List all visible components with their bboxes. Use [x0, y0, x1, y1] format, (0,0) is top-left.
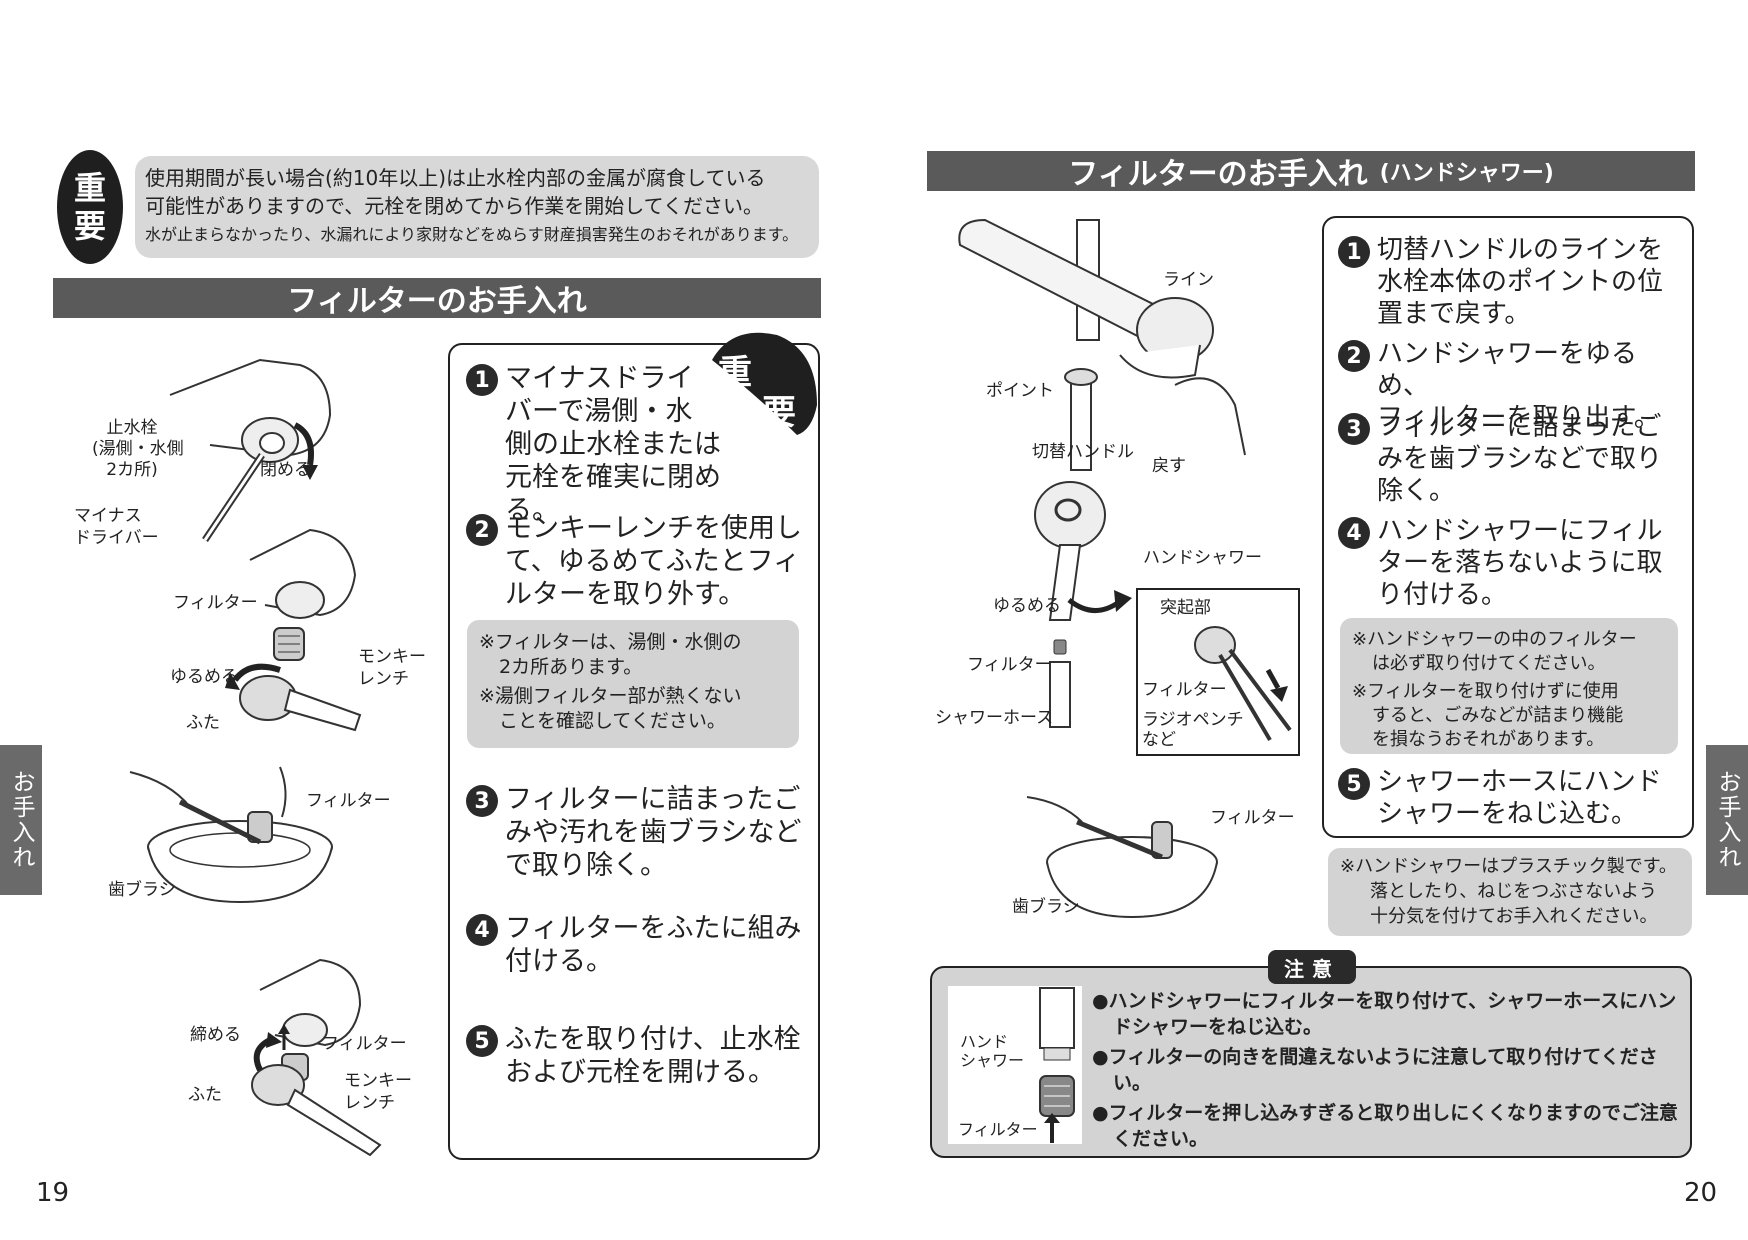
- label-wrench-a: モンキー レンチ: [358, 647, 426, 689]
- label-tighten: 締める: [190, 1025, 241, 1045]
- label-wrench-b: モンキー レンチ: [344, 1071, 412, 1113]
- label-driver: マイナス ドライバー: [74, 506, 159, 548]
- step-number: 1: [466, 364, 498, 396]
- step-number: 3: [1338, 413, 1370, 445]
- label-close: 閉める: [260, 460, 311, 480]
- left-step-4: 4 フィルターをふたに組み 付ける。: [466, 912, 806, 978]
- label-brush-right: 歯ブラシ: [1012, 897, 1080, 917]
- label-protrusion: 突起部: [1160, 598, 1211, 618]
- loosen-arrow-icon: [1067, 590, 1132, 613]
- left-step-5: 5 ふたを取り付け、止水栓 および元栓を開ける。: [466, 1023, 806, 1089]
- step-number: 5: [466, 1025, 498, 1057]
- warning-line-3: 水が止まらなかったり、水漏れにより家財などをぬらす財産損害発生のおそれがあります…: [145, 225, 799, 244]
- label-filter-b: フィルター: [306, 791, 391, 811]
- right-note-box: ※ハンドシャワーの中のフィルターは必ず取り付けてください。 ※フィルターを取り付…: [1340, 618, 1678, 754]
- label-filter-r-a: フィルター: [967, 655, 1052, 675]
- step-number: 4: [1338, 517, 1370, 549]
- label-valve: 止水栓 (湯側・水側 2カ所): [92, 418, 184, 480]
- pliers-illustration: [1194, 626, 1292, 742]
- warning-line-2: 可能性がありますので、元栓を閉めてから作業を開始してください。: [145, 194, 763, 218]
- steps-box-left: [448, 343, 820, 1160]
- right-step-4: 4 ハンドシャワーにフィル ターを落ちないように取 り付ける。: [1338, 515, 1683, 611]
- brush-bowl-illustration-left: [129, 766, 333, 904]
- label-filter-r-c: フィルター: [1210, 808, 1295, 828]
- label-brush-left: 歯ブラシ: [108, 880, 176, 900]
- step-number: 3: [466, 785, 498, 817]
- wrench-loosen-illustration: [225, 528, 362, 732]
- label-handshower: ハンドシャワー: [1143, 548, 1262, 568]
- warning-box: 使用期間が長い場合(約10年以上)は止水栓内部の金属が腐食している 可能性があり…: [135, 156, 819, 258]
- label-line: ライン: [1163, 270, 1214, 290]
- label-cap-b: ふた: [188, 1085, 222, 1105]
- handshower-illustration: [1034, 481, 1106, 728]
- caution-filter-illustration: [1039, 987, 1075, 1117]
- section-title-left: フィルターのお手入れ: [53, 278, 821, 319]
- left-step-1: 1 マイナスドライ バーで湯側・水 側の止水栓または 元栓を確実に閉める。: [466, 362, 766, 527]
- right-step-3: 3 フィルターに詰まったご みを歯ブラシなどで取り 除く。: [1338, 411, 1683, 507]
- caution-item: ●フィルターの向きを間違えないように注意して取り付けてください。: [1092, 1046, 1658, 1094]
- right-step-5: 5 シャワーホースにハンド シャワーをねじ込む。: [1338, 766, 1683, 830]
- faucet-handle-illustration: [958, 218, 1246, 471]
- important-badge: 重 要: [57, 150, 123, 264]
- page-number-right: 20: [1684, 1178, 1718, 1208]
- plastic-note-box: ※ハンドシャワーはプラスチック製です。 落としたり、ねじをつぶさないよう 十分気…: [1328, 848, 1692, 936]
- label-loosen-right: ゆるめる: [993, 596, 1061, 616]
- pliers-inset-box: [1136, 588, 1300, 756]
- section-title-right: フィルターのお手入れ (ハンドシャワー): [927, 151, 1695, 192]
- step-number: 1: [1338, 236, 1370, 268]
- wrench-tighten-illustration: [251, 958, 382, 1157]
- caution-item: ●フィルターを押し込みすぎると取り出しにくくなりますのでご注意ください。: [1092, 1102, 1678, 1150]
- step-number: 2: [1338, 340, 1370, 372]
- warning-line-1: 使用期間が長い場合(約10年以上)は止水栓内部の金属が腐食している: [145, 166, 766, 190]
- caution-tag: 注意: [1268, 950, 1356, 984]
- caution-label-handshower: ハンド シャワー: [960, 1032, 1025, 1070]
- important-tag-char-1: 重: [718, 353, 752, 393]
- brush-bowl-illustration-right: [1026, 796, 1218, 919]
- label-handle: 切替ハンドル: [1032, 442, 1134, 462]
- important-tag-icon: [712, 332, 817, 435]
- caution-list: ●ハンドシャワーにフィルターを取り付けて、シャワーホースにハンドシャワーをねじ込…: [1092, 988, 1682, 1156]
- caution-label-filter: フィルター: [958, 1120, 1038, 1139]
- right-step-2: 2 ハンドシャワーをゆるめ、 フィルターを取り出す。: [1338, 338, 1683, 434]
- left-step-3: 3 フィルターに詰まったご みや汚れを歯ブラシなど で取り除く。: [466, 783, 806, 882]
- page-number-left: 19: [36, 1178, 70, 1208]
- label-filter-c: フィルター: [322, 1034, 407, 1054]
- side-tab-right: お手入れ: [1706, 745, 1748, 895]
- label-return: 戻す: [1152, 456, 1186, 476]
- label-filter-r-b: フィルター: [1142, 680, 1227, 700]
- label-point: ポイント: [986, 381, 1054, 401]
- caution-item: ●ハンドシャワーにフィルターを取り付けて、シャワーホースにハンドシャワーをねじ込…: [1092, 990, 1677, 1038]
- step-number: 5: [1338, 768, 1370, 800]
- valve-driver-illustration: [169, 358, 332, 542]
- important-tag-char-2: 要: [762, 393, 796, 433]
- label-hose: シャワーホース: [935, 708, 1054, 728]
- label-loosen-left: ゆるめる: [170, 667, 238, 687]
- step-number: 4: [466, 914, 498, 946]
- label-filter-a: フィルター: [173, 593, 258, 613]
- step-number: 2: [466, 514, 498, 546]
- side-tab-left: お手入れ: [0, 745, 42, 895]
- right-step-1: 1 切替ハンドルのラインを 水栓本体のポイントの位 置まで戻す。: [1338, 234, 1683, 330]
- label-cap-a: ふた: [186, 713, 220, 733]
- left-step-2: 2 モンキーレンチを使用し て、ゆるめてふたとフィ ルターを取り外す。: [466, 512, 806, 611]
- arrow-up-icon: [1044, 1113, 1060, 1143]
- label-pliers: ラジオペンチ など: [1142, 710, 1244, 750]
